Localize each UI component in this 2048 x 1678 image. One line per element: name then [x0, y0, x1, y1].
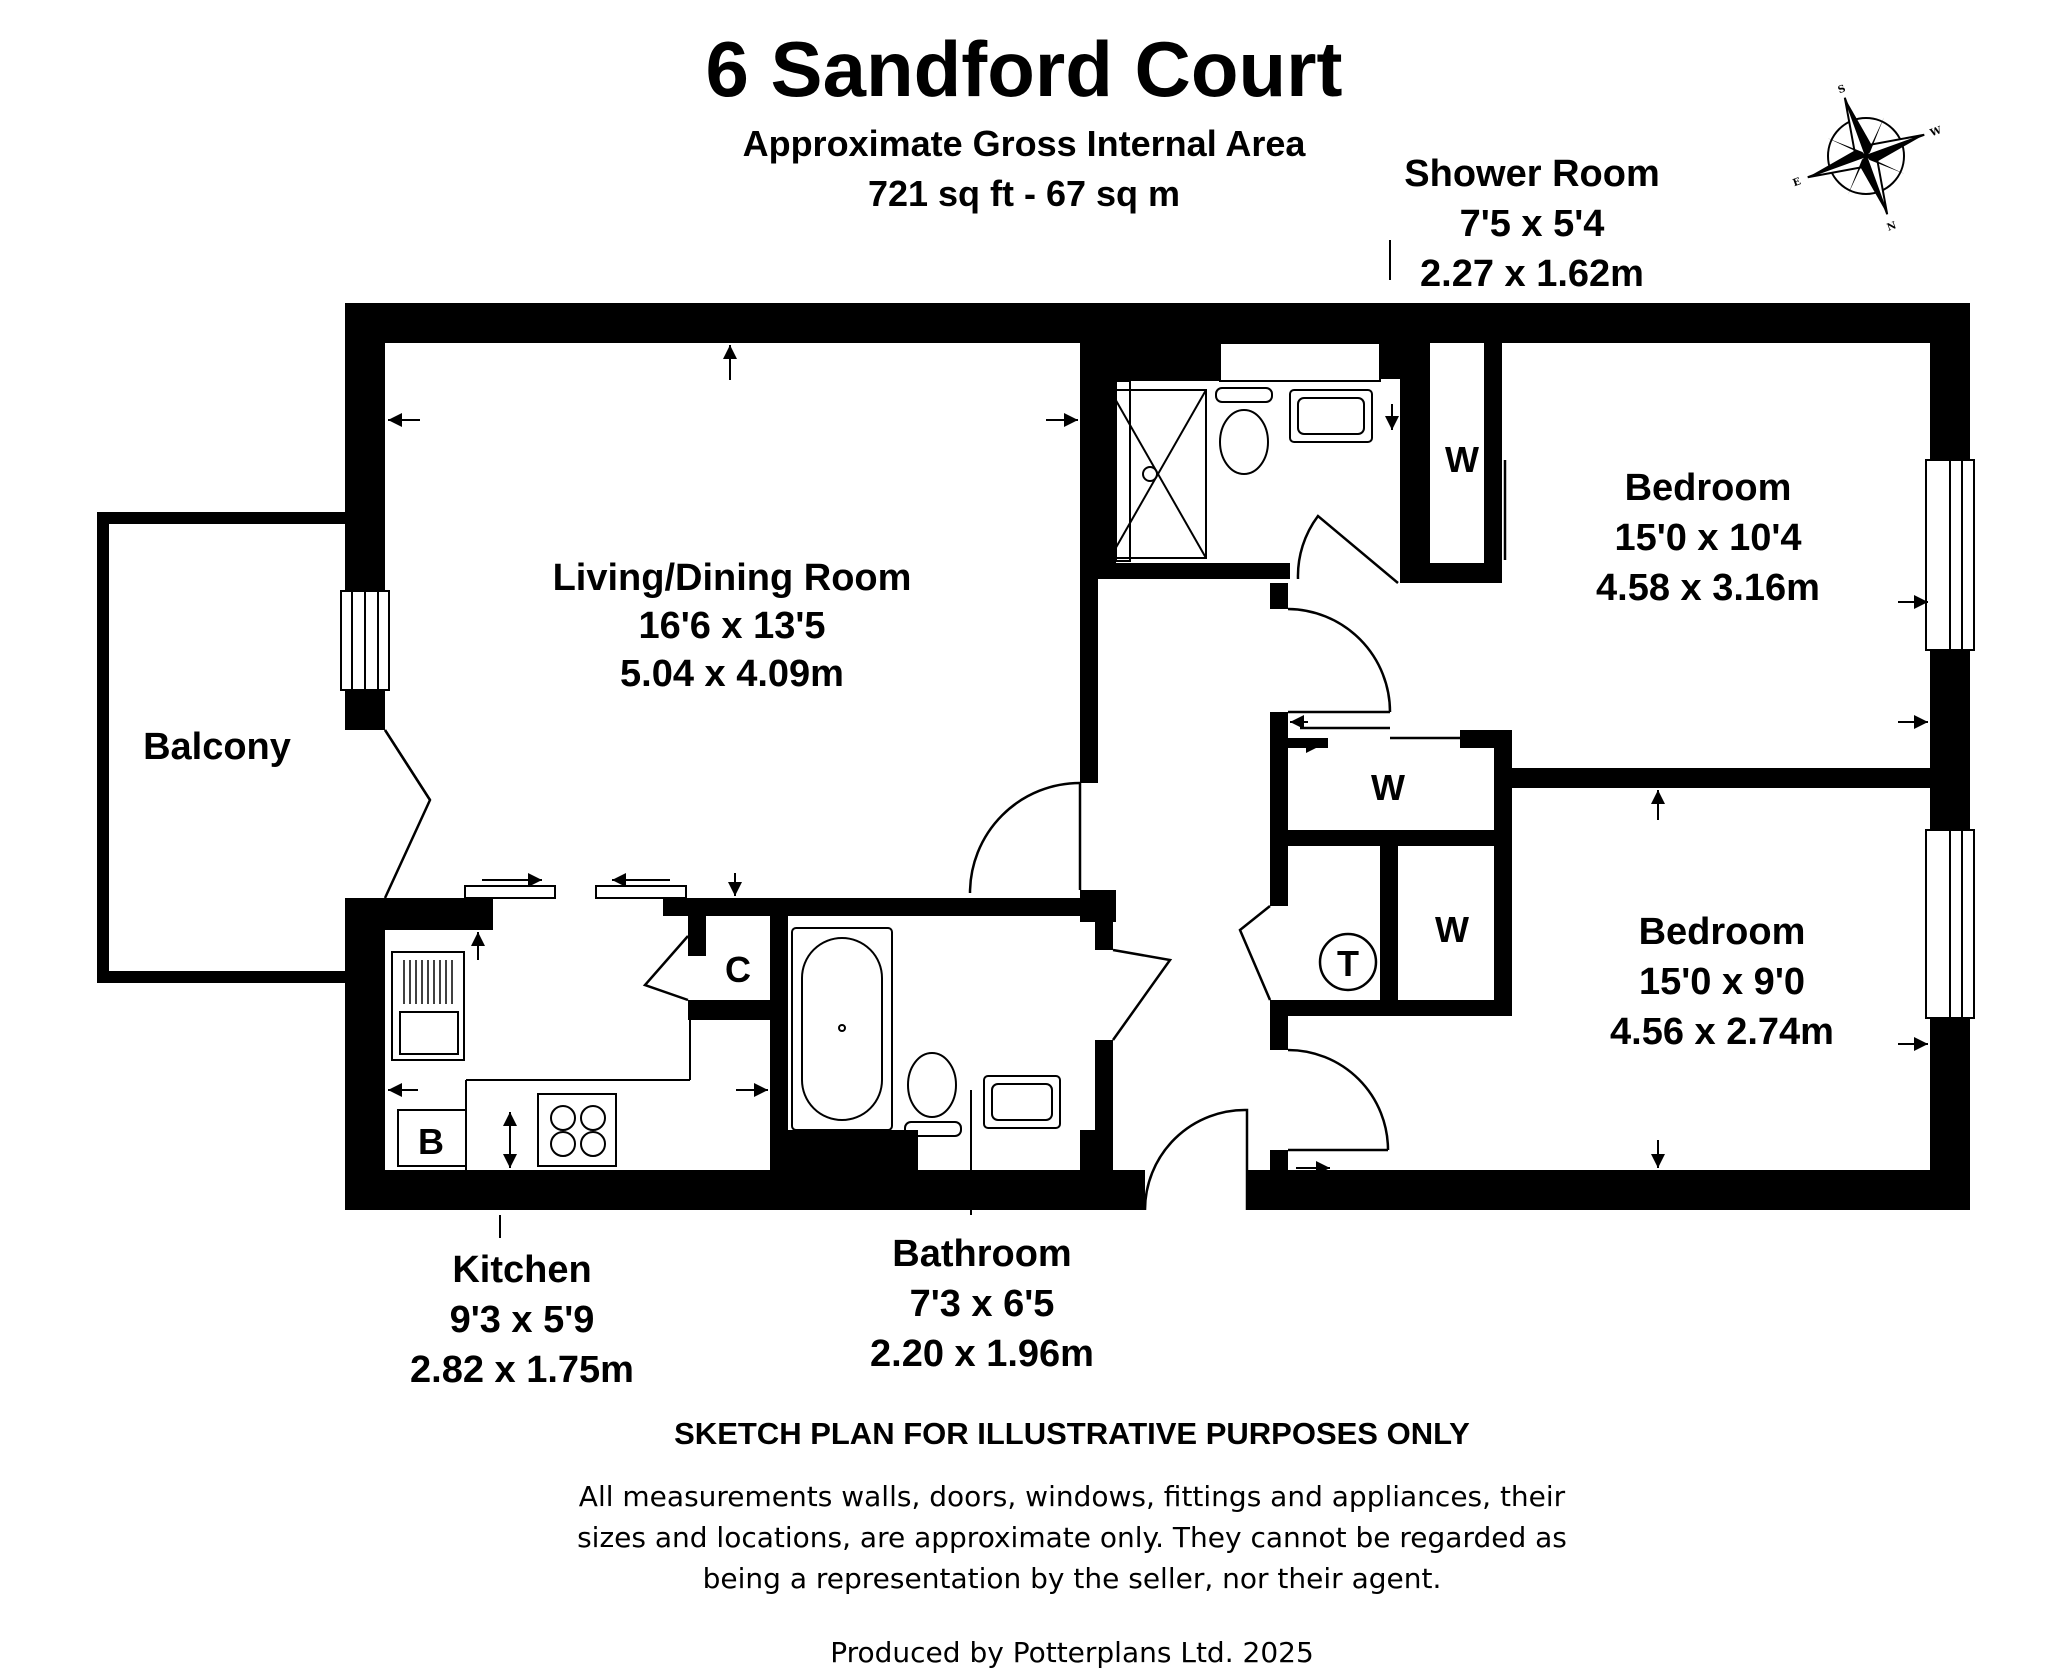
cupboard-label: C — [725, 949, 751, 990]
bathroom-fittings — [791, 927, 1061, 1137]
bedroom2-name: Bedroom — [1639, 911, 1806, 953]
disclaimer-title: SKETCH PLAN FOR ILLUSTRATIVE PURPOSES ON… — [674, 1416, 1470, 1451]
wardrobe-label-3: W — [1435, 909, 1469, 950]
compass-n: N — [1886, 220, 1898, 233]
bedroom1-metric: 4.58 x 3.16m — [1596, 567, 1820, 609]
bathroom-imperial: 7'3 x 6'5 — [910, 1283, 1055, 1325]
shower-tray-icon — [1109, 389, 1207, 559]
sink-icon — [391, 951, 465, 1061]
kitchen-label: Kitchen 9'3 x 5'9 2.82 x 1.75m — [410, 1249, 634, 1391]
kitchen-imperial: 9'3 x 5'9 — [450, 1299, 595, 1341]
living-room-label: Living/Dining Room 16'6 x 13'5 5.04 x 4.… — [553, 557, 912, 695]
bedroom2-metric: 4.56 x 2.74m — [1610, 1011, 1834, 1053]
boiler-box — [397, 1109, 467, 1167]
kitchen-name: Kitchen — [452, 1249, 591, 1291]
boiler-label: B — [418, 1121, 444, 1162]
credit-line: Produced by Potterplans Ltd. 2025 — [830, 1636, 1314, 1669]
wardrobe-label-2: W — [1371, 767, 1405, 808]
bath-icon — [791, 927, 893, 1131]
bedroom1-imperial: 15'0 x 10'4 — [1614, 517, 1801, 559]
shower-metric: 2.27 x 1.62m — [1420, 253, 1644, 295]
area-label: Approximate Gross Internal Area — [743, 123, 1307, 164]
wardrobe-label-1: W — [1445, 439, 1479, 480]
toilet-icon-2 — [907, 1052, 957, 1118]
compass-s: S — [1837, 83, 1848, 96]
doors — [383, 360, 1508, 1211]
compass-w: W — [1928, 125, 1944, 140]
shower-room-label: Shower Room 7'5 x 5'4 2.27 x 1.62m — [1404, 153, 1659, 295]
basin-icon — [1289, 389, 1373, 443]
shower-name: Shower Room — [1404, 153, 1659, 195]
disclaimer-line-3: being a representation by the seller, no… — [703, 1562, 1442, 1595]
bedroom-2-label: Bedroom 15'0 x 9'0 4.56 x 2.74m — [1610, 911, 1834, 1053]
bedroom1-name: Bedroom — [1625, 467, 1792, 509]
balcony-outline — [97, 512, 345, 983]
bathroom-label: Bathroom 7'3 x 6'5 2.20 x 1.96m — [870, 1233, 1094, 1375]
disclaimer-line-1: All measurements walls, doors, windows, … — [579, 1480, 1566, 1513]
bedroom2-imperial: 15'0 x 9'0 — [1639, 961, 1805, 1003]
hob-icon — [537, 1093, 617, 1167]
disclaimer-line-2: sizes and locations, are approximate onl… — [577, 1521, 1567, 1554]
basin-icon-2 — [983, 1075, 1061, 1129]
bedroom-1-label: Bedroom 15'0 x 10'4 4.58 x 3.16m — [1596, 467, 1820, 609]
living-name: Living/Dining Room — [553, 557, 912, 599]
kitchen-fittings — [391, 951, 691, 1170]
windows — [340, 342, 1975, 1019]
balcony-label: Balcony — [143, 726, 291, 768]
compass-e: E — [1792, 176, 1803, 189]
living-metric: 5.04 x 4.09m — [620, 653, 844, 695]
area-value: 721 sq ft - 67 sq m — [868, 173, 1180, 214]
tank-label: T — [1337, 943, 1359, 984]
shower-fittings — [1109, 387, 1373, 559]
bathroom-name: Bathroom — [892, 1233, 1071, 1275]
page-title: 6 Sandford Court — [706, 25, 1343, 113]
shower-imperial: 7'5 x 5'4 — [1460, 203, 1605, 245]
living-imperial: 16'6 x 13'5 — [638, 605, 825, 647]
dimension-arrows — [388, 345, 1928, 1168]
kitchen-metric: 2.82 x 1.75m — [410, 1349, 634, 1391]
compass-rose-icon: S N E W — [1792, 83, 1944, 233]
hot-water-tank-icon — [1318, 932, 1378, 992]
toilet-icon — [1219, 409, 1269, 475]
walls — [345, 303, 1970, 1210]
bathroom-metric: 2.20 x 1.96m — [870, 1333, 1094, 1375]
